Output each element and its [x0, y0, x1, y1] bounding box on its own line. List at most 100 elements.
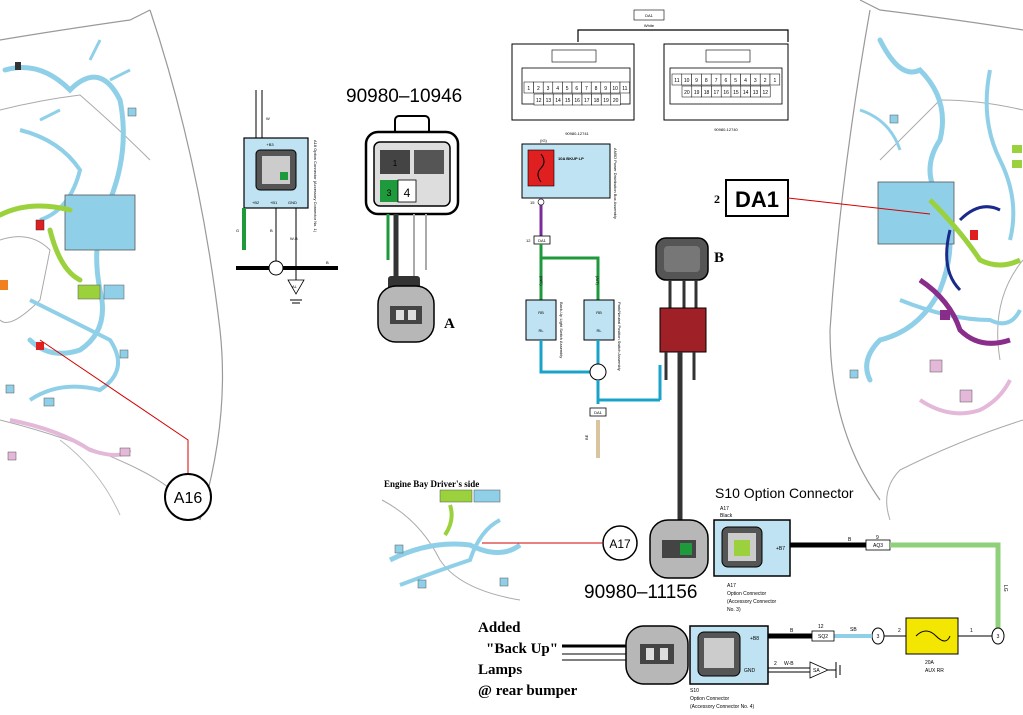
da1-pin-number: 6 [575, 86, 578, 92]
da1-pin-number: 19 [694, 90, 700, 96]
rb-left: RB [538, 310, 544, 315]
a17-sub: A17 [727, 583, 736, 589]
pin-b7: +B7 [776, 546, 785, 552]
da1-pin-number: 14 [743, 90, 749, 96]
part-number-top: 90980–10946 [346, 86, 462, 107]
da1-pin-number: 11 [674, 78, 679, 84]
a18-side-label: A18 Option Connector (Accessory Connecto… [313, 140, 318, 233]
pin-b3: +B3 [266, 142, 274, 147]
wire-label-w: W [266, 116, 270, 121]
part-number-bottom: 90980–11156 [584, 582, 697, 603]
da1-pin-number: 15 [733, 90, 739, 96]
wire-label-b2: B [326, 260, 329, 265]
da1-pin-number: 15 [565, 98, 571, 104]
da1-pin-number: 18 [704, 90, 710, 96]
fuse-20a: 20A [925, 660, 935, 666]
da1-pin-number: 13 [546, 98, 552, 104]
added-line-3: Lamps [478, 662, 522, 678]
park-neutral-switch-name: Park/Neutral Position Switch Assembly [617, 302, 622, 371]
wire-label-wb: W-B [290, 236, 298, 241]
da1-pin-number: 1 [774, 78, 777, 84]
connector-11156: 90980–11156 [584, 519, 709, 603]
pin-12: 12 [526, 238, 531, 243]
da1-pin-number: 19 [603, 98, 609, 104]
be-wire-label: BE [584, 434, 589, 440]
da1-right-part: 90980-12740 [714, 127, 738, 132]
right-harness-illustration [829, 0, 1023, 521]
connector-a: 90980–10946 1 3 4 A [346, 86, 462, 343]
engine-bay-inset: Engine Bay Driver's side A17 [381, 479, 638, 601]
aux-fuse: 3 1 2 3 20A AUX RR [871, 617, 1005, 674]
wire-num-9: 9 [876, 535, 879, 541]
da1-pin-number: 1 [527, 86, 530, 92]
wire-num-12: 12 [818, 624, 824, 630]
pin-gnd-bottom: GND [744, 668, 756, 674]
da1-pin-number: 5 [734, 78, 737, 84]
added-line-2: "Back Up" [486, 641, 558, 657]
pin-b1: +B1 [270, 200, 278, 205]
rl-left: RL [538, 328, 544, 333]
da1-pin-number: 10 [612, 86, 618, 92]
added-line-1: Added [478, 620, 521, 636]
da1-pin-cell [769, 73, 781, 86]
da1-pin-number: 16 [574, 98, 580, 104]
da1-pin-number: 10 [684, 78, 690, 84]
da1-pin-number: 4 [556, 86, 559, 92]
c3-left: 3 [877, 634, 880, 640]
pin-b2: +B2 [252, 200, 260, 205]
wire-wb-bottom: W-B [784, 661, 794, 667]
da1-color: White [644, 23, 655, 28]
aq3-label: AQ3 [873, 543, 883, 549]
left-harness-illustration [0, 9, 224, 521]
pin-4: 4 [404, 186, 411, 200]
da1-pin-number: 9 [604, 86, 607, 92]
a17-sub2: Option Connector [727, 591, 767, 597]
wire-label-b: B [270, 228, 273, 233]
wire-b-bottom: B [790, 628, 794, 634]
letter-a: A [444, 316, 455, 332]
s10-sub1: S10 [690, 688, 699, 694]
da1-pin-number: 2 [764, 78, 767, 84]
da1-pin-number: 7 [585, 86, 588, 92]
backup-light-circuit: (IG) 10A BKUP LP AM5D Power Distribution… [521, 138, 662, 458]
pin-gnd: GND [288, 200, 297, 205]
da1-pin-number: 11 [622, 86, 627, 92]
da1-pin-number: 17 [584, 98, 590, 104]
backup-switch-name: Back-Up Light Switch Assembly [559, 302, 564, 358]
da1-pin-number: 12 [536, 98, 542, 104]
da1-pin-number: 3 [547, 86, 550, 92]
da1-pin-number: 20 [684, 90, 690, 96]
s10-title: S10 Option Connector [715, 485, 854, 501]
power-distribution-label: AM5D Power Distribution Box Assembly [613, 148, 618, 219]
added-line-4: @ rear bumper [478, 683, 578, 699]
da1-pin-number: 13 [753, 90, 759, 96]
da1-pin-number: 4 [744, 78, 747, 84]
da1-pin-number: 2 [714, 192, 720, 206]
da1-bottom-conn: DA1 [594, 410, 603, 415]
a17-label: A17 [609, 537, 631, 551]
a16-label: A16 [174, 490, 203, 507]
da1-pin-number: 12 [763, 90, 769, 96]
engine-bay-label: Engine Bay Driver's side [384, 479, 479, 489]
da1-pin-cell [610, 93, 621, 106]
da1-pin-number: 18 [594, 98, 600, 104]
wire-label-g: G [236, 228, 239, 233]
mt-label-top: (M/T) [539, 276, 544, 286]
da1-left-part: 90980-12741 [565, 131, 589, 136]
s10-top: S10 Option Connector A17 Black +B7 A17 O… [713, 485, 1008, 630]
da1-pin-number: 8 [595, 86, 598, 92]
a17-sub3: (Accessory Connector [727, 599, 777, 605]
da1-pin-cell [619, 81, 630, 94]
pin-b8: +B8 [750, 636, 759, 642]
da1-pin-number: 20 [613, 98, 619, 104]
c3-right: 3 [997, 634, 1000, 640]
rb-right: RB [596, 310, 602, 315]
da1-pin-number: 3 [754, 78, 757, 84]
s10-a17: A17 [720, 506, 729, 512]
